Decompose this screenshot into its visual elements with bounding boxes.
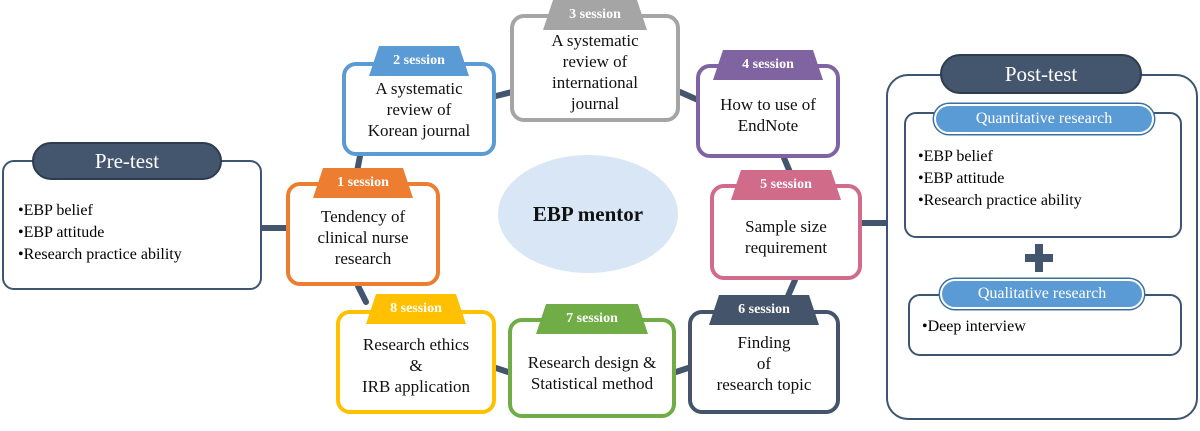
quantitative-title: Quantitative research [934,104,1154,134]
pre-test-item: •Research practice ability [18,246,182,263]
session-3-text: A systematic review of international jou… [514,30,676,114]
session-line: Statistical method [530,374,654,393]
session-7-text: Research design & Statistical method [512,352,672,394]
session-line: & [409,356,423,375]
session-4-tab: 4 session [713,50,823,80]
session-line: of [756,354,772,373]
session-line: review of [386,100,452,119]
session-8-text: Research ethics & IRB application [340,334,492,397]
pre-test-item: •EBP attitude [18,224,105,241]
session-7-card: Research design & Statistical method [508,318,676,418]
connector-s6-s7 [673,365,691,375]
pre-test-items: •EBP belief •EBP attitude •Research prac… [18,200,182,266]
session-2-tab: 2 session [369,46,469,76]
quantitative-item: •EBP belief [918,148,993,165]
session-line: Research ethics [362,335,470,354]
pre-test-item: •EBP belief [18,202,93,219]
post-test-title: Post-test [940,54,1142,94]
connector-s8-s1 [355,283,369,305]
session-line: research topic [716,375,812,394]
session-line: international [552,73,638,92]
session-line: How to use of [720,95,816,114]
session-line: journal [570,94,620,113]
session-1-card: Tendency of clinical nurse research [286,182,440,286]
quantitative-item: •EBP attitude [918,170,1005,187]
session-line: research [334,249,392,268]
qualitative-item: •Deep interview [922,318,1026,335]
connector-s5-s6 [785,277,798,299]
session-2-text: A systematic review of Korean journal [346,78,492,141]
qualitative-title: Qualitative research [940,279,1144,309]
connector-s2-s3 [493,89,515,99]
session-6-tab: 6 session [709,295,819,325]
session-1-tab: 1 session [313,168,413,198]
session-line: clinical nurse [317,228,409,247]
session-6-card: Finding of research topic [688,310,840,414]
ebp-mentor-ellipse: EBP mentor [498,155,678,273]
session-3-card: A systematic review of international jou… [510,14,680,122]
session-5-tab: 5 session [731,170,841,200]
session-line: A systematic [375,79,463,98]
session-line: IRB application [361,377,471,396]
session-2-card: A systematic review of Korean journal [342,62,496,156]
pre-test-box: •EBP belief •EBP attitude •Research prac… [2,160,262,290]
session-line: requirement [744,238,828,257]
session-5-card: Sample size requirement [710,184,862,280]
session-7-tab: 7 session [536,304,648,334]
session-1-text: Tendency of clinical nurse research [290,206,436,269]
pre-test-title: Pre-test [32,142,222,180]
session-line: Tendency of [320,207,406,226]
connector-s7-s8 [493,365,511,375]
session-5-text: Sample size requirement [714,216,858,258]
session-line: Sample size [745,217,827,236]
quantitative-items: •EBP belief •EBP attitude •Research prac… [918,146,1082,212]
session-line: EndNote [737,116,799,135]
session-line: Finding [737,333,791,352]
session-line: A systematic [551,31,639,50]
session-line: Korean journal [367,121,471,140]
session-6-text: Finding of research topic [692,332,836,395]
session-8-tab: 8 session [366,294,466,324]
plus-icon-bar [1025,254,1053,262]
session-line: Research design & [527,353,657,372]
session-8-card: Research ethics & IRB application [336,310,496,414]
connector-s3-s4 [677,89,701,103]
qualitative-items: •Deep interview [922,316,1026,338]
quantitative-item: •Research practice ability [918,192,1082,209]
session-line: review of [562,52,628,71]
session-3-tab: 3 session [543,0,647,30]
session-4-text: How to use of EndNote [700,94,836,136]
